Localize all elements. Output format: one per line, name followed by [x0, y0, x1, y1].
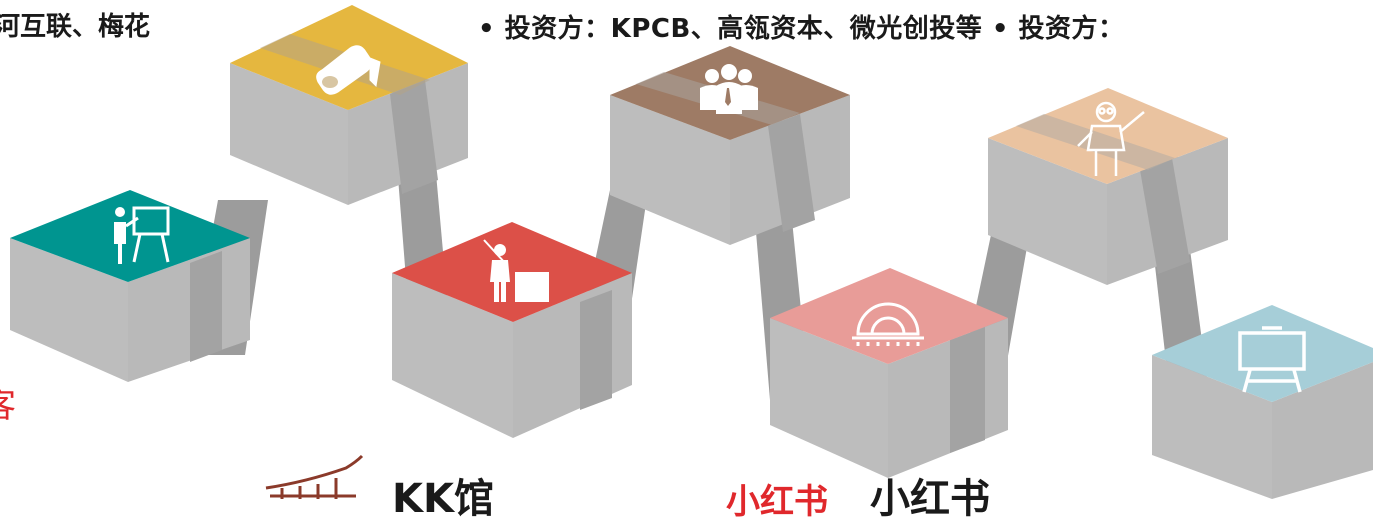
- box-red-top: [392, 222, 632, 322]
- box-red-connector-band: [580, 290, 612, 410]
- box-red: [392, 222, 632, 438]
- box-pink: [770, 268, 1008, 478]
- box-pink-top: [770, 268, 1008, 364]
- box-yellow: [230, 5, 468, 205]
- box-teal-connector-band: [190, 251, 222, 362]
- box-brown-left-face: [610, 95, 730, 245]
- box-pink-left-face: [770, 318, 888, 478]
- kk-guan-logo: [265, 454, 364, 499]
- box-tan-top-band: [1016, 114, 1175, 170]
- box-lightblue-left-face: [1152, 355, 1272, 499]
- box-pink-connector-band: [950, 327, 985, 453]
- box-brown: [610, 46, 850, 245]
- top-left-partial-text: 河互联、梅花: [0, 12, 151, 42]
- box-tan-left-face: [988, 138, 1107, 285]
- box-red-left-face: [392, 273, 513, 438]
- box-tan: [988, 88, 1228, 285]
- stepping-boxes-diagram: [10, 5, 1373, 499]
- box-lightblue: [1152, 305, 1373, 499]
- box-yellow-left-face: [230, 63, 348, 205]
- whiteboard-icon: [1238, 326, 1306, 393]
- presenter-board-icon: [114, 206, 170, 264]
- xiaohongshu-label: 小红书: [870, 476, 990, 522]
- box-teal: [10, 190, 250, 382]
- box-teal-left-face: [10, 238, 128, 382]
- box-lightblue-top: [1152, 305, 1373, 402]
- box-lightblue-right-face: [1272, 362, 1373, 499]
- box-yellow-connector-band: [390, 80, 438, 194]
- diploma-scroll-icon: [316, 45, 381, 95]
- box-tan-connector-band: [1140, 158, 1190, 274]
- box-teal-top: [10, 190, 250, 282]
- box-brown-connector-band: [768, 114, 815, 232]
- professor-pointer-icon: [1077, 101, 1145, 176]
- lecturer-podium-icon: [483, 239, 549, 302]
- business-team-icon: [700, 64, 758, 114]
- left-edge-partial-glyph: 客: [0, 378, 16, 427]
- kk-guan-label: KK馆: [392, 476, 494, 522]
- protractor-icon: [852, 302, 924, 346]
- investors-text: • 投资方：KPCB、高瓴资本、微光创投等 • 投资方：: [478, 14, 1125, 44]
